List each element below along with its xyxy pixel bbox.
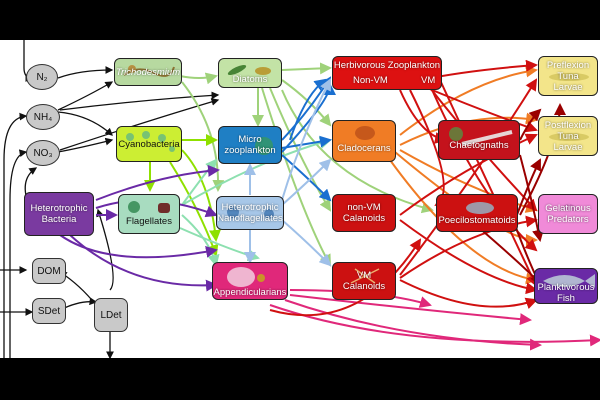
trichodesmium-label: Trichodesmium	[115, 66, 181, 78]
poecilostomatoids-box: Poecilostomatoids	[436, 194, 518, 232]
microzooplankton-label: Micro zooplankton	[224, 134, 276, 156]
cyanobacteria-box: Cyanobacteria	[116, 126, 182, 162]
non-vm-label: Non-VM	[353, 75, 388, 86]
n2-label: N₂	[36, 71, 48, 83]
sdet-label: SDet	[37, 305, 61, 317]
flagellates-box: Flagellates	[118, 194, 180, 234]
vm-label: VM	[421, 75, 436, 86]
heterotrophic-bacteria-label: Heterotrophic Bacteria	[30, 203, 88, 225]
heterotrophic-nanoflagellates-box: Heterotrophic Nanoflagellates	[216, 196, 284, 230]
cladocerans-label: Cladocerans	[337, 142, 391, 154]
nanoflagellate-icon	[227, 206, 274, 219]
appendicularians-box: Appendicularians	[212, 262, 288, 300]
herbivorous-zooplankton-label: Herbivorous Zooplankton	[333, 60, 441, 71]
ldet-label: LDet	[100, 309, 122, 321]
appendicularians-label: Appendicularians	[213, 286, 287, 298]
sdet-pool: SDet	[32, 298, 66, 324]
postflexion-tuna-larvae-label: Postflexion Tuna Larvae	[544, 119, 592, 153]
nh4-label: NH₄	[33, 111, 53, 123]
nh4-pool: NH₄	[26, 104, 60, 130]
cladocerans-box: Cladocerans	[332, 120, 396, 162]
flagellate-icon	[128, 201, 170, 213]
non-vm-calanoids-label: non-VM Calanoids	[342, 202, 386, 224]
appendicularian-icon	[227, 267, 265, 287]
no3-pool: NO₃	[26, 140, 60, 166]
chaetognaths-label: Chaetognaths	[449, 139, 509, 151]
microzooplankton-icon	[255, 137, 273, 155]
trichodesmium-box: Trichodesmium	[114, 58, 182, 86]
heterotrophic-bacteria-box: Heterotrophic Bacteria	[24, 192, 94, 236]
cladoceran-icon	[355, 126, 375, 140]
tuna-larva-icon	[549, 133, 589, 141]
ldet-pool: LDet	[94, 298, 128, 332]
dom-pool: DOM	[32, 258, 66, 284]
copepod-icon	[350, 268, 380, 284]
cyanobacteria-cell-icon	[126, 131, 175, 152]
copepod-icon	[466, 202, 494, 214]
food-web-diagram: N₂ NH₄ NO₃ DOM SDet LDet Trichodesmium C…	[0, 40, 600, 358]
vm-calanoids-box: VM Calanoids	[332, 262, 396, 300]
gelatinous-predators-label: Gelatinous Predators	[545, 203, 591, 225]
preflexion-tuna-larvae-label: Preflexion Tuna Larvae	[546, 59, 590, 93]
postflexion-tuna-larvae-box: Postflexion Tuna Larvae	[538, 116, 598, 156]
jellyfish-icon	[558, 204, 580, 211]
planktivorous-fish-label: Planktivorous Fish	[537, 282, 595, 304]
chaetognaths-box: Chaetognaths	[438, 120, 520, 160]
planktivorous-fish-box: Planktivorous Fish	[534, 268, 598, 304]
preflexion-tuna-larvae-box: Preflexion Tuna Larvae	[538, 56, 598, 96]
flagellates-label: Flagellates	[126, 215, 172, 227]
no3-label: NO₃	[33, 147, 53, 159]
poecilostomatoids-label: Poecilostomatoids	[438, 214, 516, 226]
chaetognath-icon	[449, 127, 513, 146]
vm-calanoids-label: VM Calanoids	[342, 270, 386, 292]
heterotrophic-nanoflagellates-label: Heterotrophic Nanoflagellates	[217, 202, 283, 224]
diatoms-label: Diatoms	[232, 73, 268, 85]
diatoms-box: Diatoms	[218, 58, 282, 88]
dom-label: DOM	[37, 265, 61, 277]
herbivorous-zooplankton-box: Herbivorous Zooplankton Non-VM VM	[332, 56, 442, 90]
diatom-icon	[227, 64, 271, 76]
microzooplankton-box: Micro zooplankton	[218, 126, 282, 164]
non-vm-calanoids-box: non-VM Calanoids	[332, 194, 396, 232]
flow-arrows	[0, 40, 600, 358]
trichodesmium-icon	[123, 65, 175, 77]
tuna-larva-icon	[549, 73, 589, 81]
n2-pool: N₂	[26, 64, 58, 90]
gelatinous-predators-box: Gelatinous Predators	[538, 194, 598, 234]
cyanobacteria-label: Cyanobacteria	[118, 138, 180, 150]
fish-icon	[543, 274, 595, 288]
